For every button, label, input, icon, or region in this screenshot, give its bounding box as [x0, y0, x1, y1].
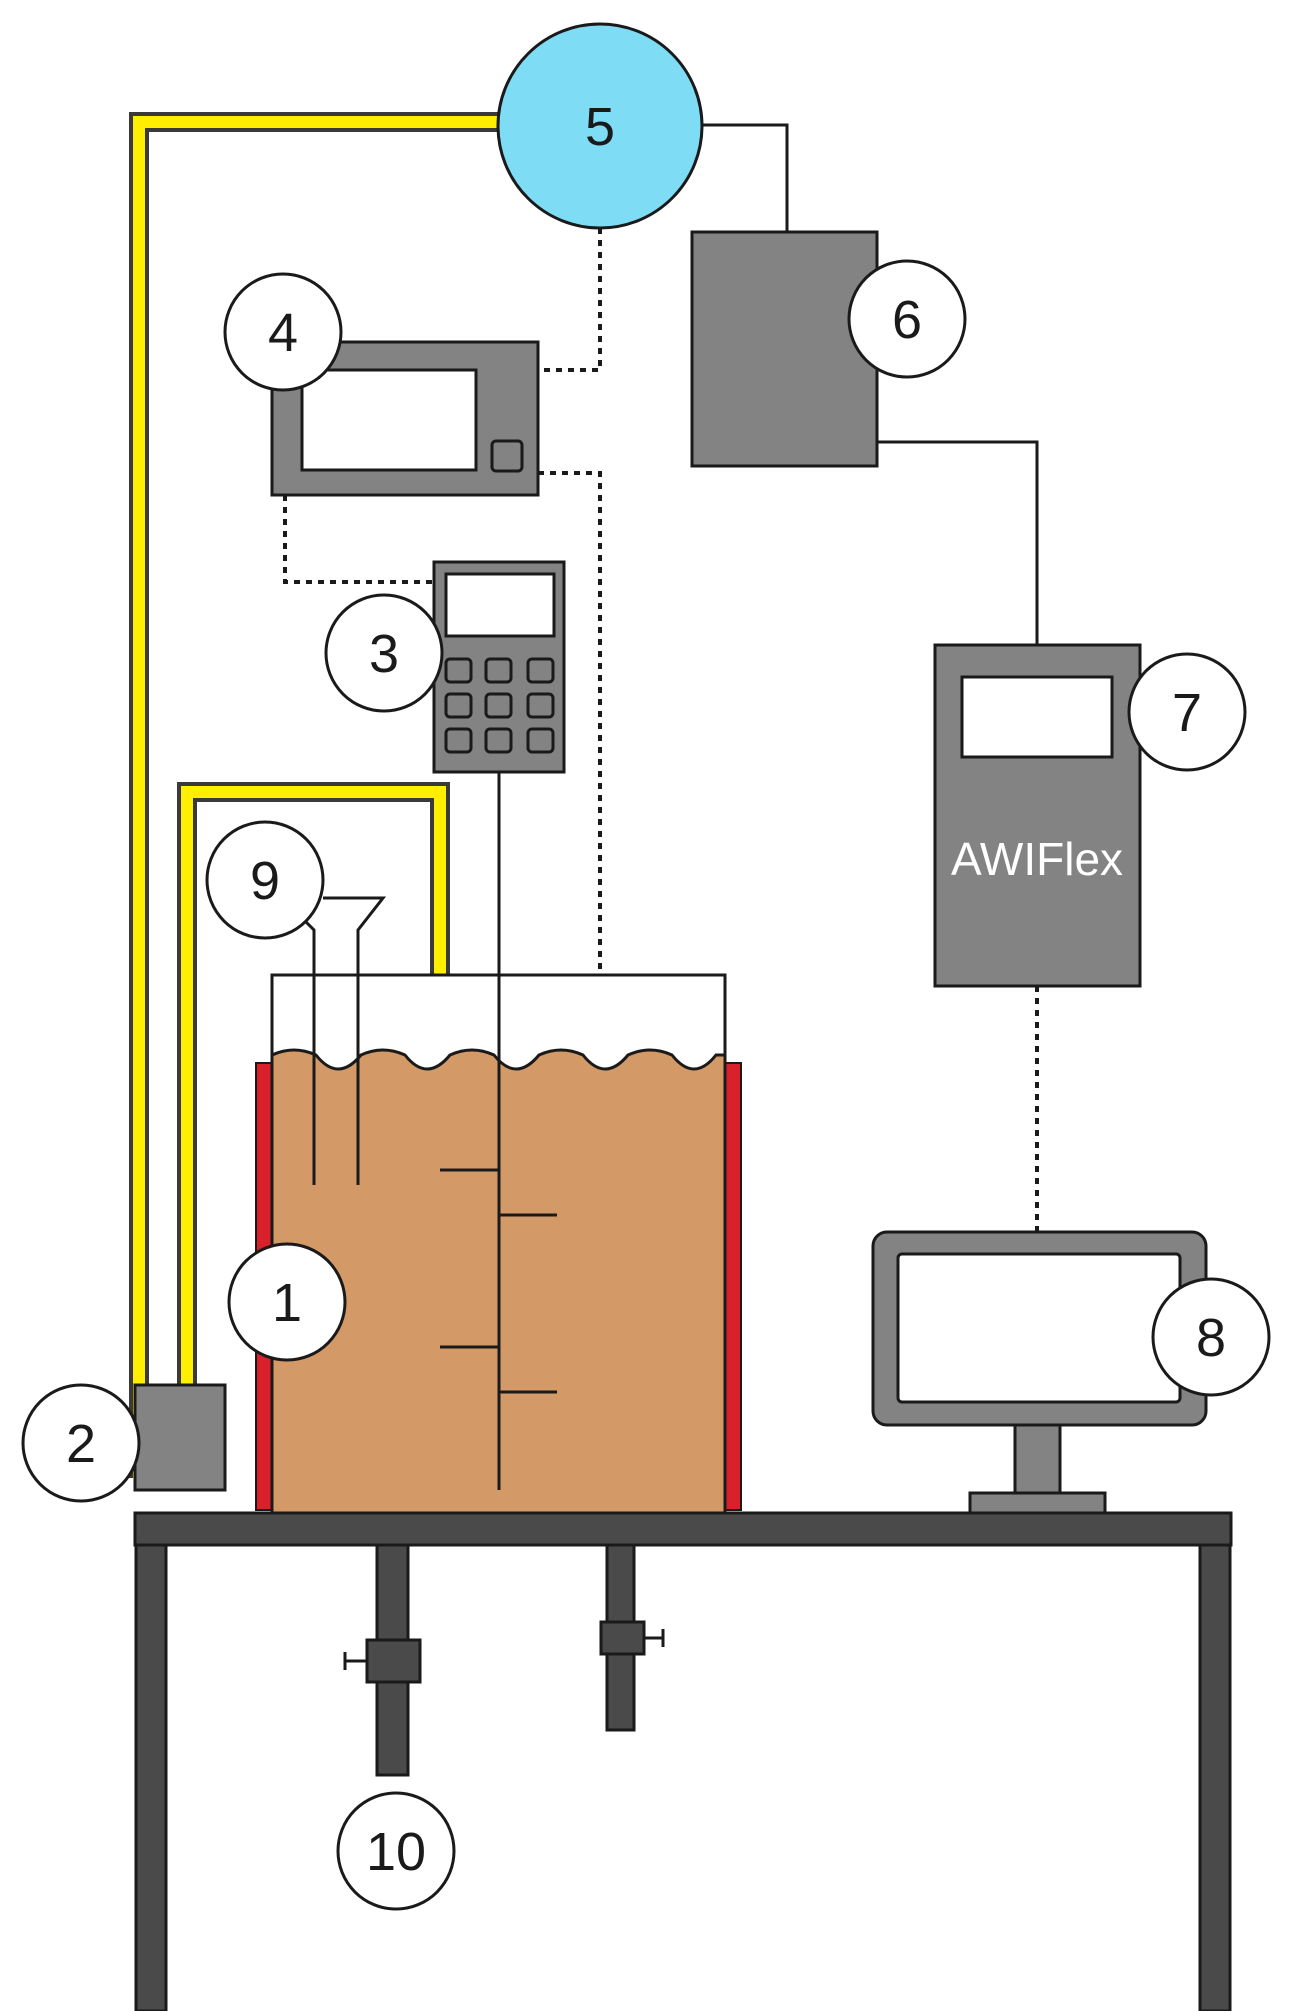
controller-device [270, 340, 540, 497]
pump-box [133, 1383, 227, 1492]
callout-10-label: 10 [366, 1822, 426, 1882]
table-top [133, 1511, 1233, 1547]
callout-7: 7 [1127, 652, 1247, 772]
dotted-4-to-3 [283, 495, 434, 584]
keypad-key [444, 657, 473, 684]
wire-6-to-7 [877, 440, 1039, 645]
callout-10-circle [336, 1791, 456, 1911]
funnel-left-stem [302, 918, 316, 1185]
table-leg-right [1198, 1543, 1232, 2011]
monitor-stand-base [968, 1491, 1107, 1515]
callout-1-circle [227, 1242, 347, 1362]
keypad-key [484, 657, 513, 684]
callout-3-circle [324, 593, 444, 713]
keypad-key [526, 657, 555, 684]
awiflex-logger: AWIFlex [933, 643, 1142, 988]
computer-monitor [871, 1230, 1208, 1515]
callout-1: 1 [227, 1242, 347, 1362]
controller-screen [300, 368, 478, 472]
callout-7-label: 7 [1172, 683, 1202, 743]
sensor-node [496, 22, 704, 230]
callout-7-circle [1127, 652, 1247, 772]
keypad-key [444, 727, 473, 754]
dotted-4-to-tank [538, 471, 602, 975]
logger-brand-label: AWIFlex [951, 833, 1123, 885]
callout-3-label: 3 [369, 624, 399, 684]
callout-10: 10 [336, 1791, 456, 1911]
callout-2-circle [21, 1383, 141, 1503]
callout-6-label: 6 [892, 290, 922, 350]
callout-6-circle [847, 259, 967, 379]
keypad-key [444, 692, 473, 719]
logger-screen [960, 675, 1114, 759]
keypad-key [484, 692, 513, 719]
callout-2-label: 2 [66, 1414, 96, 1474]
table [133, 1511, 1233, 2011]
keypad-key [526, 692, 555, 719]
keypad-key [484, 727, 513, 754]
drain-valve-right [599, 1620, 646, 1656]
funnel-probe [302, 896, 387, 1185]
table-leg-left [134, 1543, 168, 2011]
callout-9-label: 9 [250, 851, 280, 911]
probe-rod [440, 770, 557, 1490]
heater-right [724, 1062, 742, 1511]
callout-4-label: 4 [268, 303, 298, 363]
callout-9: 9 [205, 820, 325, 940]
callout-6: 6 [847, 259, 967, 379]
keypad-meter [432, 560, 566, 774]
controller-button [490, 439, 524, 473]
interface-box [690, 230, 879, 468]
callout-8: 8 [1151, 1277, 1271, 1397]
yellow-tube-long [133, 116, 500, 1478]
monitor-screen [896, 1252, 1182, 1404]
callout-4-circle [223, 272, 343, 392]
drain-pipe-left [343, 1543, 422, 1777]
monitor-stand-neck [1013, 1423, 1062, 1495]
callout-3: 3 [324, 593, 444, 713]
callout-2: 2 [21, 1383, 141, 1503]
keypad-key [526, 727, 555, 754]
drain-valve-left [365, 1638, 422, 1684]
callout-8-circle [1151, 1277, 1271, 1397]
callout-8-label: 8 [1196, 1308, 1226, 1368]
dotted-5-to-4 [538, 228, 602, 372]
funnel-right-stem [323, 896, 387, 1185]
keypad-screen [444, 572, 556, 638]
callout-4: 4 [223, 272, 343, 392]
yellow-tube-short [181, 786, 446, 1478]
callout-1-label: 1 [272, 1273, 302, 1333]
wire-5-to-6 [700, 123, 789, 232]
callout-5-label: 5 [585, 97, 615, 157]
callout-9-circle [205, 820, 325, 940]
drain-pipe-right [599, 1543, 665, 1732]
